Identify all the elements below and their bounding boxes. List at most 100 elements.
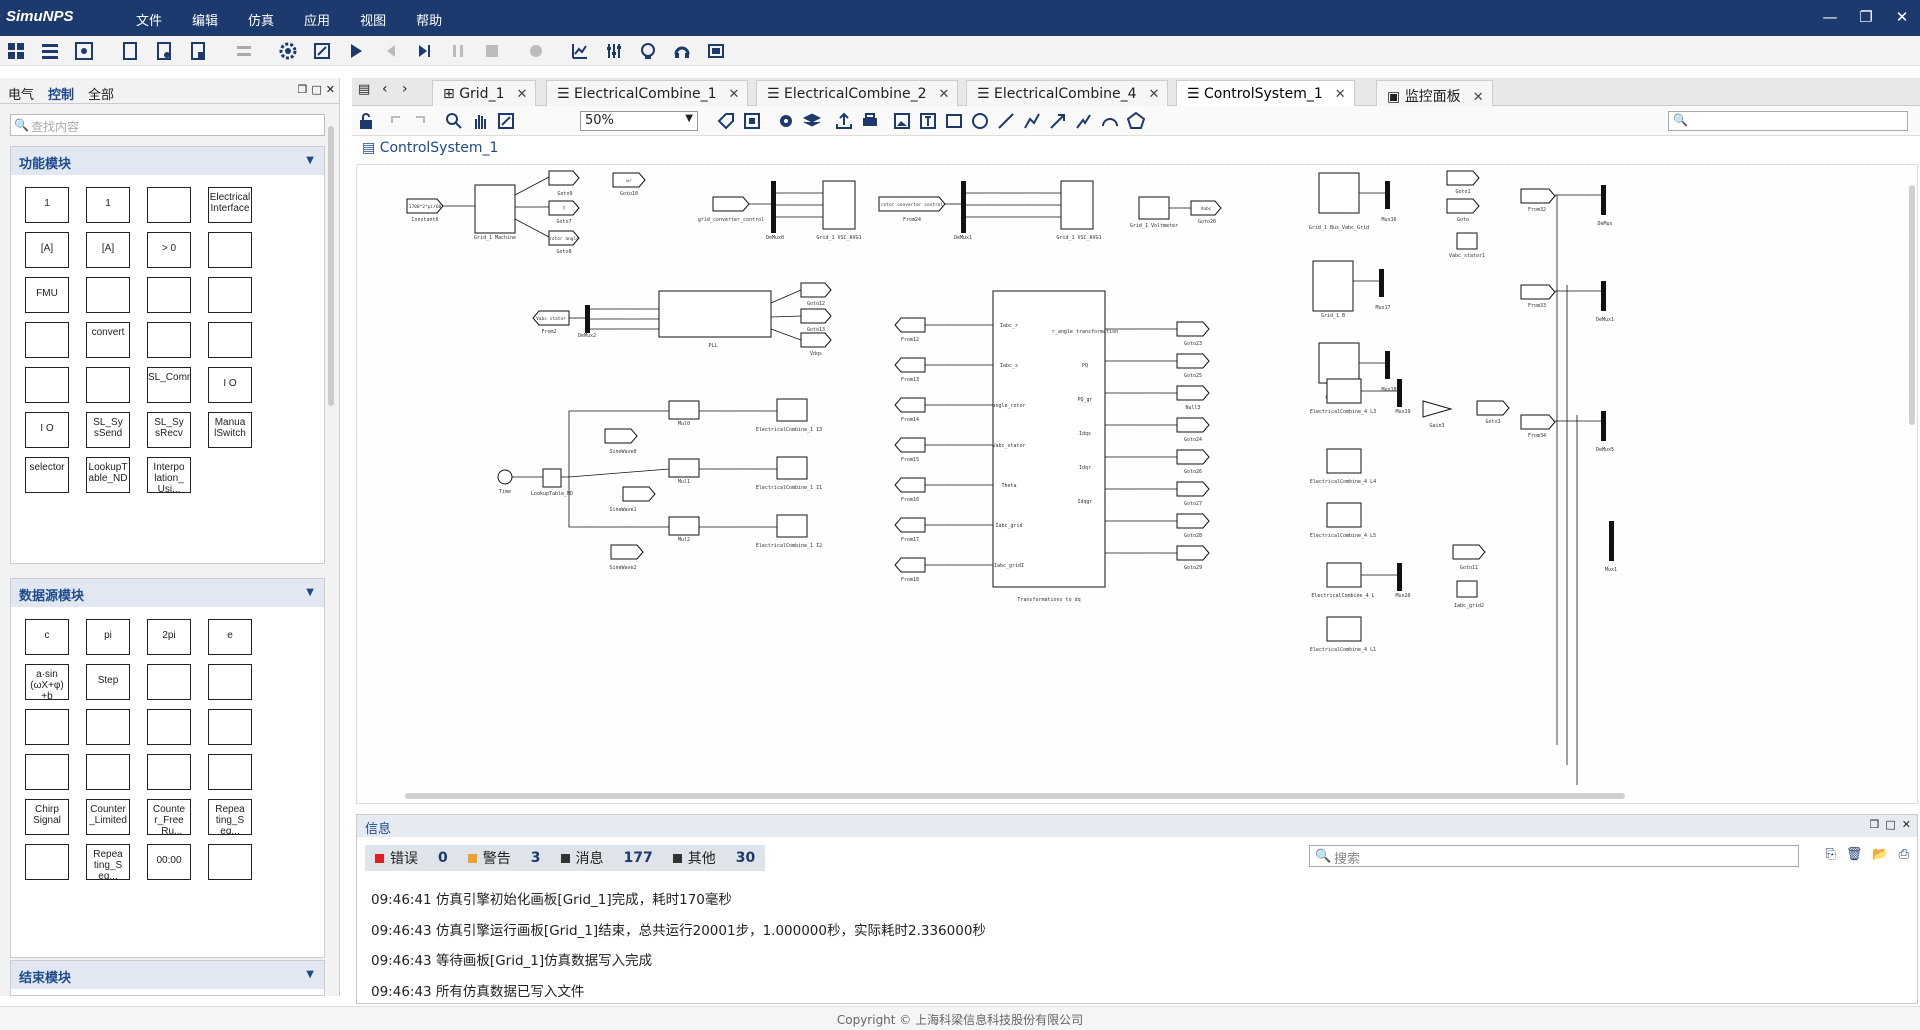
- image-icon[interactable]: [892, 111, 912, 131]
- library-block[interactable]: 1: [25, 187, 69, 223]
- library-block[interactable]: c: [25, 619, 69, 655]
- transformation-block[interactable]: [992, 290, 1106, 588]
- close-tab-icon[interactable]: ✕: [516, 87, 528, 102]
- bus-block[interactable]: [1318, 172, 1360, 214]
- library-block[interactable]: LookupT able_ND: [86, 457, 130, 493]
- tab-controlsystem-1[interactable]: ☰ ControlSystem_1✕: [1176, 80, 1355, 106]
- goto-block[interactable]: [1446, 198, 1480, 214]
- library-block[interactable]: Chirp Signal: [25, 799, 69, 835]
- multiply-block[interactable]: [668, 458, 700, 478]
- stop-icon[interactable]: [482, 41, 502, 61]
- close-tab-icon[interactable]: ✕: [938, 87, 950, 102]
- goto-block[interactable]: [610, 544, 644, 560]
- close-panel-icon[interactable]: ✕: [325, 83, 335, 96]
- library-block[interactable]: [147, 664, 191, 700]
- mux-block[interactable]: [1385, 181, 1390, 209]
- float-icon[interactable]: ❐: [1869, 818, 1880, 831]
- library-block[interactable]: [25, 322, 69, 358]
- tab-electricalcombine-1[interactable]: ☰ ElectricalCombine_1✕: [546, 80, 749, 106]
- layers-icon[interactable]: [802, 111, 822, 131]
- mux-block[interactable]: [1379, 269, 1384, 297]
- library-block[interactable]: [86, 754, 130, 790]
- library-block[interactable]: [25, 709, 69, 745]
- library-block[interactable]: [147, 709, 191, 745]
- library-block[interactable]: I O: [25, 412, 69, 448]
- library-block[interactable]: Electrical Interface: [208, 187, 252, 223]
- headset-icon[interactable]: [672, 41, 692, 61]
- library-block[interactable]: [147, 187, 191, 223]
- library-block[interactable]: [86, 277, 130, 313]
- mux-block[interactable]: [1397, 563, 1402, 591]
- close-tab-icon[interactable]: ✕: [728, 87, 740, 102]
- from-block[interactable]: [894, 317, 926, 333]
- library-block[interactable]: [A]: [86, 232, 130, 268]
- tab-electricalcombine-2[interactable]: ☰ ElectricalCombine_2✕: [756, 80, 959, 106]
- fullscreen-icon[interactable]: [742, 111, 762, 131]
- canvas-vertical-scrollbar[interactable]: [1909, 185, 1915, 425]
- scope-block[interactable]: [776, 514, 808, 538]
- folder-icon[interactable]: 📂: [1872, 847, 1889, 862]
- monitor-icon[interactable]: [638, 41, 658, 61]
- line-icon[interactable]: [996, 111, 1016, 131]
- library-block[interactable]: Step: [86, 664, 130, 700]
- library-block[interactable]: [147, 754, 191, 790]
- close-panel-icon[interactable]: ✕: [1901, 818, 1911, 831]
- from-block[interactable]: [894, 357, 926, 373]
- step-back-icon[interactable]: [380, 41, 400, 61]
- library-block[interactable]: pi: [86, 619, 130, 655]
- library-block[interactable]: Repea ting_S eq...: [208, 799, 252, 835]
- library-block[interactable]: [86, 367, 130, 403]
- mux-block[interactable]: [1385, 351, 1390, 379]
- clock-icon[interactable]: [497, 469, 513, 485]
- goto-block[interactable]: [1176, 321, 1210, 337]
- tab-electrical[interactable]: 电气: [8, 88, 35, 103]
- gain-block[interactable]: [548, 170, 580, 186]
- mux-block[interactable]: [585, 305, 590, 333]
- library-block[interactable]: I O: [208, 367, 252, 403]
- close-tab-icon[interactable]: ✕: [1472, 90, 1484, 105]
- info-search-input[interactable]: 🔍搜索: [1309, 845, 1799, 867]
- text-icon[interactable]: [918, 111, 938, 131]
- tab-all[interactable]: 全部: [88, 88, 115, 103]
- float-icon[interactable]: ❐: [297, 83, 308, 96]
- library-block[interactable]: Counte r_Free _Ru...: [147, 799, 191, 835]
- goto-block[interactable]: [1176, 385, 1210, 401]
- menu-help[interactable]: 帮助: [416, 14, 443, 29]
- scope-block[interactable]: [1456, 580, 1478, 598]
- sliders-icon[interactable]: [604, 41, 624, 61]
- from-block[interactable]: [1520, 284, 1556, 300]
- polyarrow-icon[interactable]: [1074, 111, 1094, 131]
- scope-block[interactable]: [1326, 448, 1362, 474]
- from-block[interactable]: [894, 477, 926, 493]
- polygon-icon[interactable]: [1126, 111, 1146, 131]
- library-block[interactable]: [208, 232, 252, 268]
- fit-view-icon[interactable]: [496, 111, 516, 131]
- library-search-input[interactable]: 🔍查找内容: [10, 114, 325, 136]
- goto-block[interactable]: [1176, 481, 1210, 497]
- library-block[interactable]: 00:00: [147, 844, 191, 880]
- scope-block[interactable]: [1326, 562, 1362, 588]
- library-block[interactable]: convert: [86, 322, 130, 358]
- library-block[interactable]: SL_Comm: [147, 367, 191, 403]
- scope-block[interactable]: [1326, 378, 1362, 404]
- step-forward-icon[interactable]: [414, 41, 434, 61]
- mux-block[interactable]: [771, 181, 776, 233]
- settings-icon[interactable]: [278, 41, 298, 61]
- bus-block[interactable]: [1312, 260, 1354, 312]
- canvas-horizontal-scrollbar[interactable]: [405, 793, 1625, 799]
- library-block[interactable]: Repea ting_S eq...: [86, 844, 130, 880]
- goto-block[interactable]: [1176, 353, 1210, 369]
- mux-block[interactable]: [1601, 411, 1606, 441]
- tag-icon[interactable]: [716, 111, 736, 131]
- device-icon[interactable]: [706, 41, 726, 61]
- open-doc-icon[interactable]: [154, 41, 174, 61]
- menu-apps[interactable]: 应用: [304, 14, 331, 29]
- library-block[interactable]: [208, 709, 252, 745]
- close-tab-icon[interactable]: ✕: [1334, 87, 1346, 102]
- library-block[interactable]: a·sin (ωX+φ) +b: [25, 664, 69, 700]
